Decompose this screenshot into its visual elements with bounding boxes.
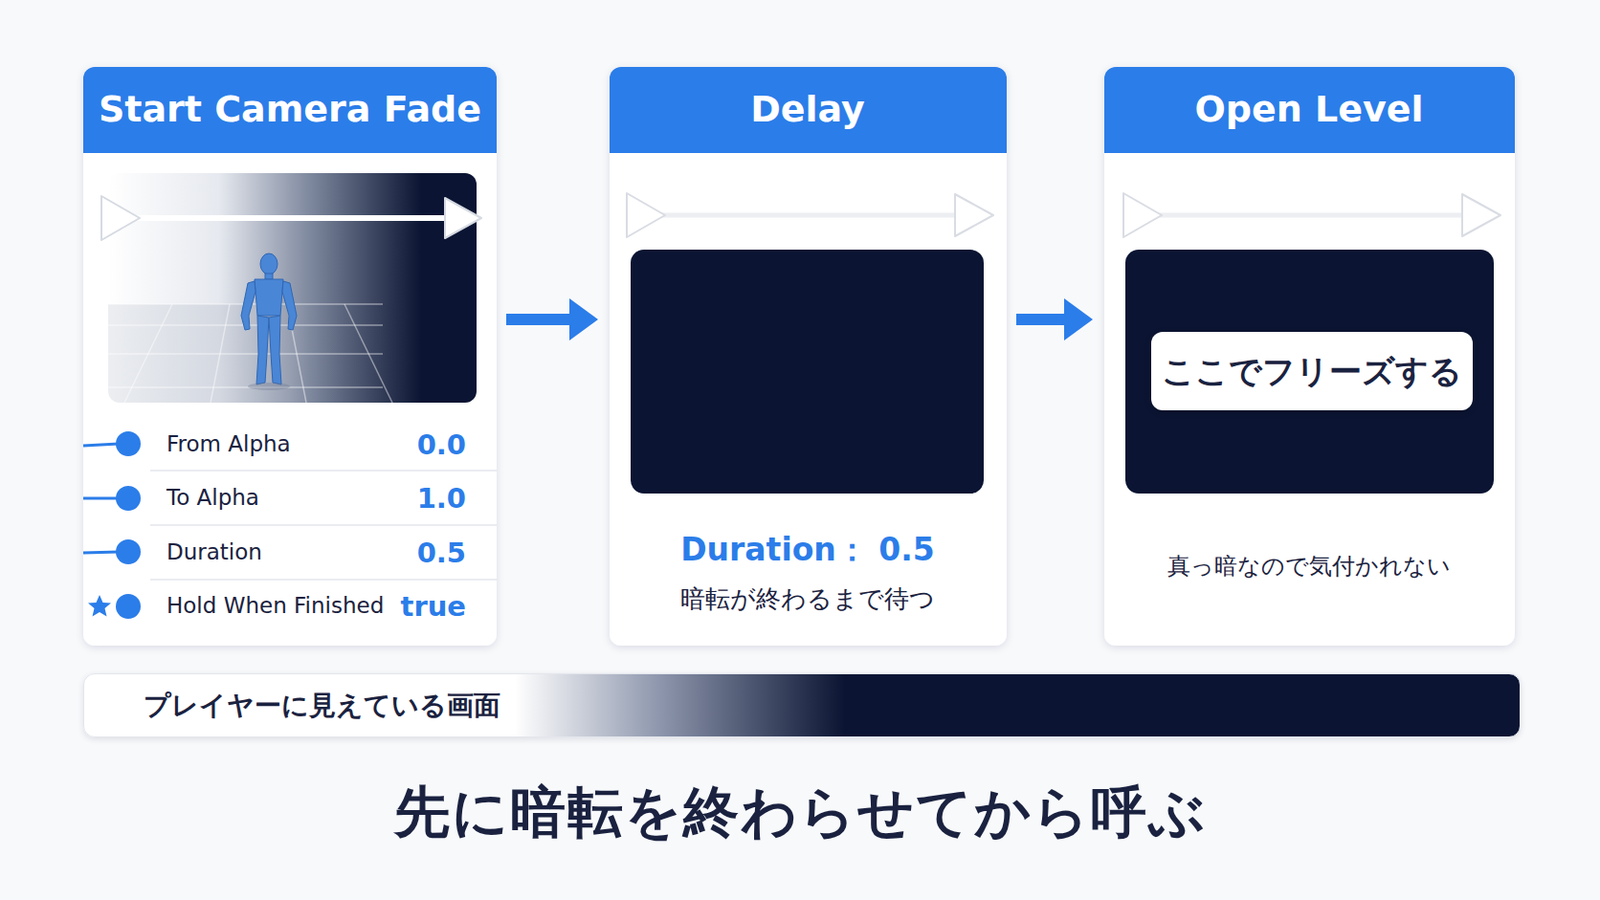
card-title: Delay <box>750 88 866 133</box>
param-name: Hold When Finished <box>166 593 384 621</box>
param-value: 1.0 <box>417 482 467 516</box>
param-value: 0.5 <box>417 536 467 571</box>
bar-label: プレイヤーに見えている画面 <box>143 689 501 723</box>
callout-text: ここでフリーズする <box>1161 352 1463 392</box>
param-name: Duration <box>166 539 263 567</box>
timeline-track <box>626 193 1501 238</box>
process-card: ここでフリーズする Open Level 真っ暗なので気付かれない <box>1104 66 1515 646</box>
flow-arrow <box>1016 298 1093 341</box>
timeline-track <box>101 196 482 241</box>
param-name: To Alpha <box>166 485 260 512</box>
black-screen <box>630 249 984 494</box>
card-title: Open Level <box>1194 88 1423 133</box>
note-text: 真っ暗なので気付かれない <box>1167 553 1451 581</box>
card-shapes <box>83 66 1515 646</box>
process-card: DelayDuration： 0.5 暗転が終わるまで待つ <box>609 66 1007 646</box>
param-value: true <box>400 590 467 624</box>
fade-image <box>108 173 477 403</box>
card-title: Start Camera Fade <box>98 88 482 133</box>
black-screen <box>1125 249 1494 494</box>
screen-bar: プレイヤーに見えている画面 <box>83 673 1521 738</box>
param-value: 0.0 <box>417 428 467 463</box>
flow-arrow <box>506 298 599 341</box>
callout-pill: ここでフリーズする <box>1151 332 1473 411</box>
param-name: From Alpha <box>166 431 291 459</box>
duration-text: Duration： 0.5 <box>680 531 935 570</box>
caption: 先に暗転を終わらせてから呼ぶ <box>394 779 1207 847</box>
note-text: 暗転が終わるまで待つ <box>680 584 935 615</box>
